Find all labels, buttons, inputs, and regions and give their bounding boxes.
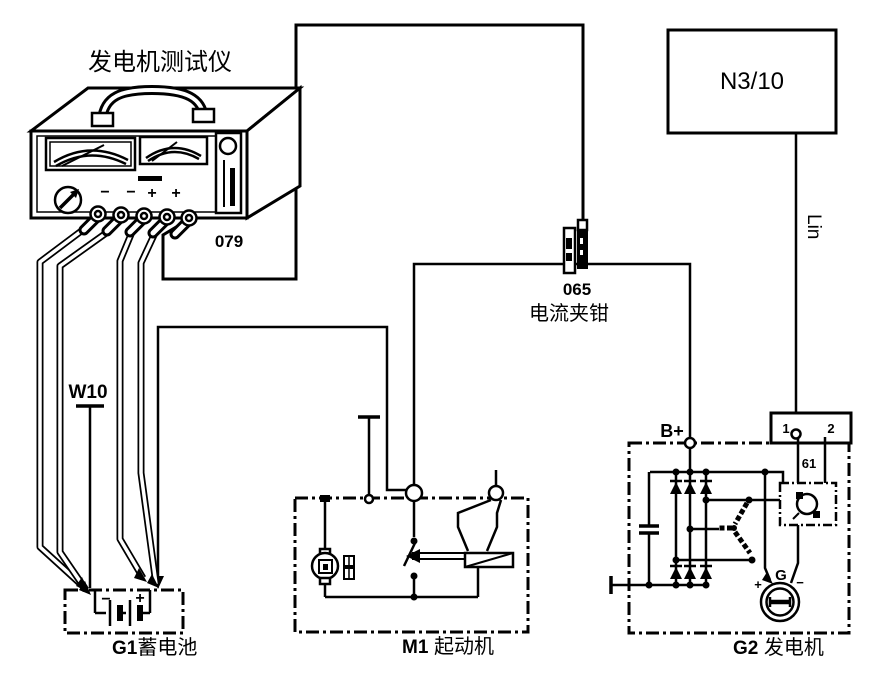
diode-icon [684, 479, 696, 494]
diode-icon [684, 564, 696, 579]
clamp-label: 电流夹钳 [529, 302, 609, 325]
starter-label: M1 起动机 [402, 635, 494, 658]
terminal-mark-minus-1: − [100, 184, 109, 201]
test-cables [36, 205, 198, 595]
battery-g1: − + G1蓄电池 [63, 588, 197, 659]
right-meter [138, 135, 209, 166]
rotor-plus-wire [763, 472, 772, 581]
bplus-terminal [683, 436, 697, 450]
starter-terminal-50 [487, 484, 505, 502]
battery-box [63, 588, 185, 635]
control-unit-label: N3/10 [720, 68, 784, 95]
solenoid-coil-icon [456, 498, 515, 597]
diode-icon [700, 479, 712, 494]
rotor-minus-wire [789, 525, 800, 584]
clamp-code: 065 [563, 280, 591, 299]
pin-61-label: 61 [802, 456, 816, 471]
cable-2 [56, 228, 112, 592]
regulator-box [778, 481, 838, 527]
arrowhead-cable-4 [147, 574, 159, 588]
rotor-plus-label: + [754, 577, 762, 592]
battery-plus-sign: + [135, 590, 144, 607]
arrowhead-cable-3 [134, 568, 147, 582]
control-unit-box [666, 28, 838, 135]
meter-needle [61, 144, 105, 167]
clamp-cable-fitting [576, 218, 589, 232]
tester-label: 发电机测试仪 [88, 49, 232, 76]
lin-wire-label: Lin [803, 214, 824, 239]
terminal-mark-plus-1: + [147, 185, 156, 202]
bplus-label: B+ [660, 421, 684, 441]
selector-knob [53, 185, 83, 215]
generator-label: G2 发电机 [733, 636, 824, 659]
starter-box [293, 496, 530, 634]
panel-bar-mark [138, 176, 162, 181]
handle-foot-right [191, 107, 216, 124]
brush-pack-icon [343, 555, 355, 580]
rotor-minus-label: − [796, 575, 804, 590]
handle-foot-left [90, 111, 115, 128]
diode-icon [700, 564, 712, 579]
generator-g2: B+ [609, 411, 853, 659]
rotor-g-label: G [775, 567, 787, 584]
terminal-mark-minus-2: − [126, 184, 135, 201]
control-unit-n310: N3/10 Lin [666, 28, 838, 239]
starter-motor-icon [310, 495, 340, 597]
battery-minus-sign: − [101, 591, 110, 608]
capacitor-icon [639, 472, 659, 585]
connector-box [769, 411, 853, 445]
generator-box [627, 441, 851, 635]
arrowhead-cable-2 [79, 581, 91, 595]
arrowhead-rotor [762, 572, 773, 584]
pin-1-terminal [790, 428, 802, 440]
battery-label: G1蓄电池 [112, 636, 197, 659]
solenoid-linkage-icon [406, 549, 465, 563]
terminal-mark-plus-2: + [171, 185, 180, 202]
wire-battery-to-starter [156, 325, 407, 585]
ground-wire-w10: W10 [68, 382, 108, 588]
side-control-column [214, 131, 243, 215]
generator-connector: 1 2 61 [769, 411, 853, 483]
left-meter [44, 136, 137, 172]
current-clamp: 065 电流夹钳 [529, 218, 609, 325]
voltage-regulator [778, 481, 838, 527]
positive-bus [650, 470, 785, 483]
meter-needle [151, 141, 178, 162]
starter-m1: M1 起动机 [293, 415, 530, 658]
battery-symbol-icon [95, 600, 150, 626]
clamp-jaw-icon [562, 226, 577, 275]
handle-core [100, 87, 206, 121]
wire-starter-to-generator-bplus [412, 262, 692, 486]
generator-tester: 发电机测试仪 [26, 49, 305, 281]
starter-ground-terminal [363, 493, 375, 505]
pin-1-label: 1 [782, 421, 789, 436]
stator-winding-icon [672, 496, 780, 564]
wire-tester-to-clamp [294, 23, 585, 279]
tester-plugs [78, 205, 198, 240]
w10-label: W10 [68, 382, 107, 403]
solenoid-switch-icon [402, 501, 418, 597]
starter-terminal-30 [404, 483, 424, 503]
pin-2-label: 2 [827, 421, 834, 436]
tester-code: 079 [215, 232, 243, 251]
rotor-field: G + − [754, 472, 804, 623]
diode-icon [670, 479, 682, 494]
diode-icon [670, 564, 682, 579]
